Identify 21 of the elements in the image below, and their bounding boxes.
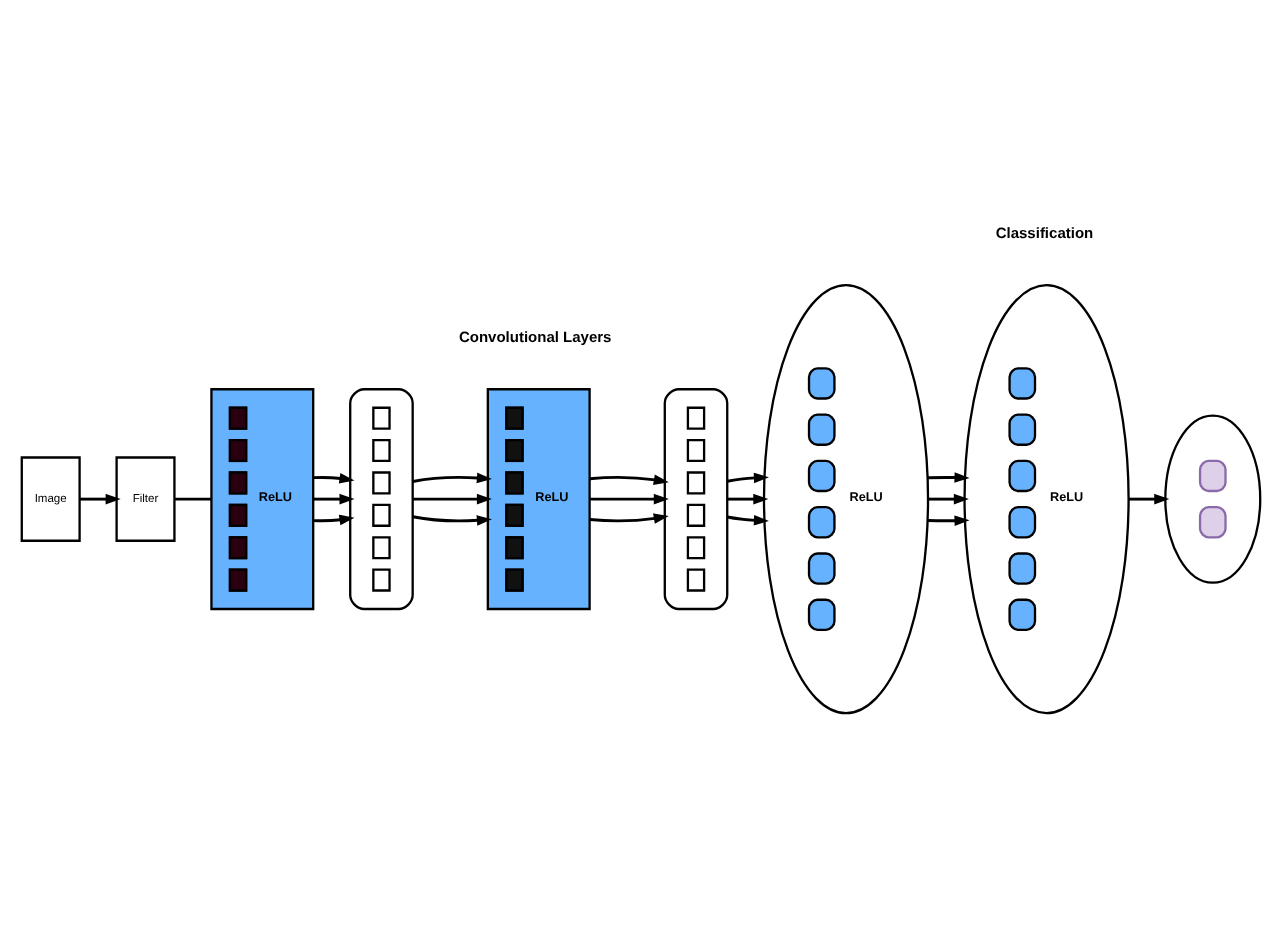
arrow <box>727 493 769 505</box>
arrow <box>313 514 355 526</box>
arrow <box>412 472 492 484</box>
arrow <box>412 493 492 505</box>
node-ellipse <box>1164 414 1262 584</box>
arrow <box>589 493 669 505</box>
arrow <box>313 493 355 505</box>
arrow <box>589 513 669 524</box>
arrow <box>927 515 970 527</box>
node-box <box>349 388 414 611</box>
arrow <box>79 493 121 505</box>
arrow <box>1128 493 1170 505</box>
arrow <box>313 473 355 484</box>
node-box <box>663 388 729 611</box>
arrow <box>927 472 970 483</box>
connector <box>174 497 212 501</box>
arrow <box>727 472 769 484</box>
arrow <box>412 515 492 526</box>
arrow <box>727 515 769 526</box>
arrow <box>927 493 969 505</box>
arrow <box>589 474 669 485</box>
